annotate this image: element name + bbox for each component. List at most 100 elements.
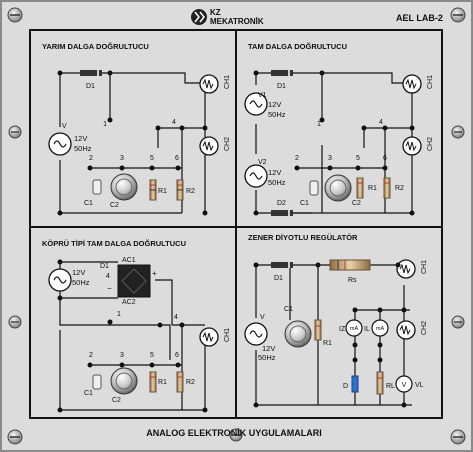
c2-label: C2 [112,397,121,404]
ac-source-icon [48,132,72,156]
jack-2[interactable] [294,165,300,171]
jack[interactable] [253,70,259,76]
jack[interactable] [253,210,259,216]
v2-frequency: 50Hz [268,178,286,187]
jack[interactable] [202,125,208,131]
v1-voltage: 12V [268,100,281,109]
jack[interactable] [395,262,401,268]
jack[interactable] [57,295,63,301]
v1-frequency: 50Hz [268,110,286,119]
r1-label: R1 [323,340,332,347]
oscilloscope-ch1-icon [199,327,219,347]
jack-5[interactable] [355,165,361,171]
d-label: D [343,383,348,390]
c2-label: C2 [110,202,119,209]
r1-label: R1 [368,185,377,192]
jack[interactable] [315,262,321,268]
jack[interactable] [57,70,63,76]
jack-4[interactable] [155,125,161,131]
jack[interactable] [401,402,407,408]
jack[interactable] [382,125,388,131]
jack-5[interactable] [149,362,155,368]
jack[interactable] [202,210,208,216]
node-4: 4 [174,314,178,321]
jack-3[interactable] [327,165,333,171]
c1-label: C1 [84,200,93,207]
jack[interactable] [409,125,415,131]
jack-2[interactable] [87,165,93,171]
node-4: 4 [379,119,383,126]
jack-1[interactable] [319,117,325,123]
d1-label: D1 [274,275,283,282]
node-2: 2 [295,155,299,162]
jack[interactable] [179,125,185,131]
capacitor-c1-icon [92,179,102,195]
oscilloscope-ch1-icon [199,74,219,94]
jack[interactable] [253,262,259,268]
jack-2[interactable] [87,362,93,368]
jack[interactable] [57,210,63,216]
jack[interactable] [377,342,383,348]
jack-1[interactable] [107,117,113,123]
jack-1[interactable] [107,319,113,325]
c2-label: C2 [352,200,361,207]
capacitor-c1-icon [284,320,312,348]
jack[interactable] [377,357,383,363]
jack[interactable] [253,402,259,408]
diode-d1-icon [271,262,293,268]
brand-bottom: MEKATRONİK [210,17,264,26]
jack-3[interactable] [119,362,125,368]
screw-icon [229,428,243,442]
jack[interactable] [107,70,113,76]
r2-label: R2 [395,185,404,192]
jack-6[interactable] [175,362,181,368]
jack-6[interactable] [382,165,388,171]
panel-bridge: KÖPRÜ TİPİ TAM DALGA DOĞRULTUCU 12V 50Hz… [42,239,231,413]
node-2: 2 [89,155,93,162]
footer-title: ANALOG ELEKTRONİK UYGULAMALARI [146,428,322,438]
jack[interactable] [57,259,63,265]
source-frequency: 50Hz [72,278,90,287]
capacitor-c2-icon [110,367,138,395]
c1-label: C1 [84,390,93,397]
jack-5[interactable] [149,165,155,171]
panel-title: KÖPRÜ TİPİ TAM DALGA DOĞRULTUCU [42,239,186,248]
jack-4[interactable] [157,322,163,328]
ammeter-iz-icon [345,319,363,337]
c1-label: C1 [284,306,293,313]
panel-half-wave: YARIM DALGA DOĞRULTUCU V 12V 50Hz D1 CH1 [42,42,231,216]
plus-label: + [152,269,157,278]
scope1-label: CH1 [421,260,428,274]
c1-label: C1 [300,200,309,207]
jack[interactable] [57,407,63,413]
jack[interactable] [377,307,383,313]
wire [59,262,171,360]
jack[interactable] [202,407,208,413]
jack[interactable] [352,357,358,363]
diode-d1-icon [271,70,293,76]
capacitor-c2-icon [324,174,352,202]
jack[interactable] [409,210,415,216]
scope2-label: CH2 [427,137,434,151]
jack-3[interactable] [119,165,125,171]
scope2-label: CH2 [421,321,428,335]
ac-source-v2-icon [244,164,268,188]
jack[interactable] [352,342,358,348]
jack[interactable] [319,70,325,76]
voltmeter-symbol: V [402,382,407,389]
v2-voltage: 12V [268,168,281,177]
zener-diode-icon [351,375,359,393]
il-label: IL [364,326,370,333]
rs-label: Rs [348,277,357,284]
ma1-label: mA [350,326,359,332]
resistor-r1-icon [356,177,364,199]
r1-label: R1 [158,188,167,195]
ac-source-icon [48,268,72,292]
jack-6[interactable] [175,165,181,171]
jack[interactable] [179,322,185,328]
jack[interactable] [352,307,358,313]
node-6: 6 [175,155,179,162]
jack[interactable] [401,307,407,313]
jack-4[interactable] [361,125,367,131]
brand-top: KZ [210,8,221,17]
